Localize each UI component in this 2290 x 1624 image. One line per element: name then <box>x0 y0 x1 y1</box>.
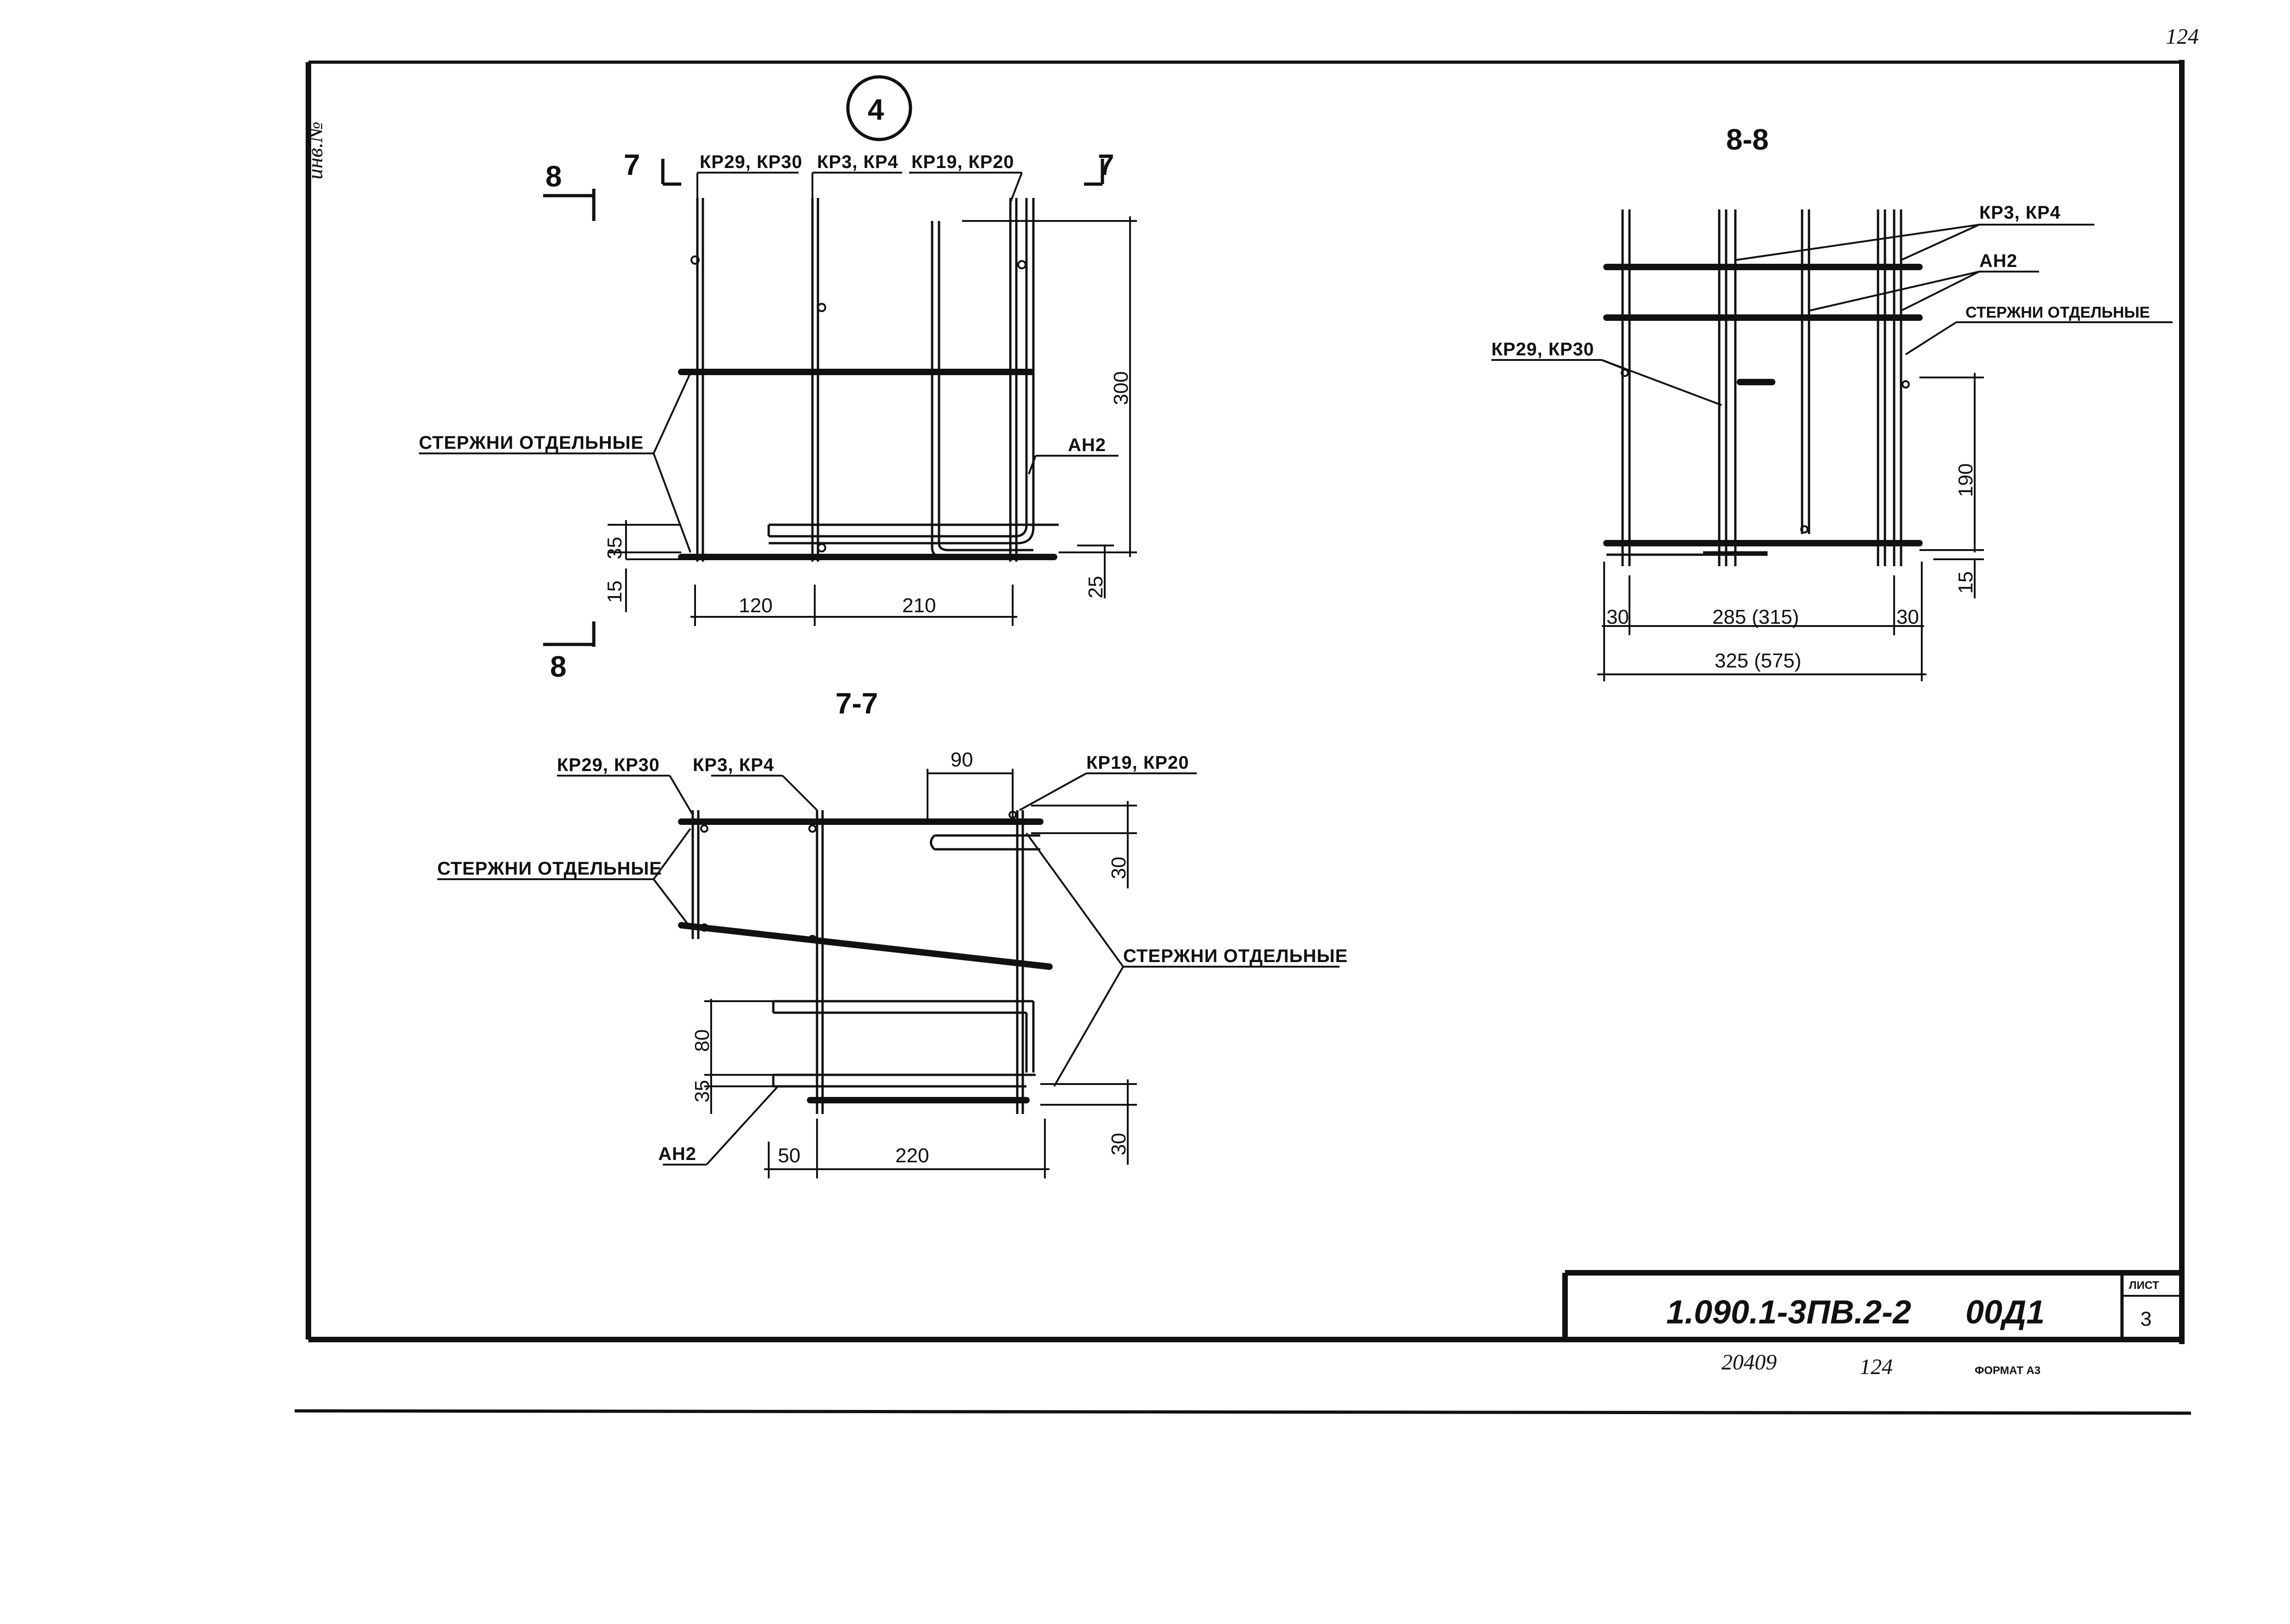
title-block <box>1562 1270 2182 1340</box>
main-dim-120: 120 <box>739 594 772 617</box>
s77-label-rods-right: СТЕРЖНИ ОТДЕЛЬНЫЕ <box>1123 946 1348 966</box>
section-7-7 <box>437 769 1339 1178</box>
sheet-number: 3 <box>2140 1308 2151 1330</box>
s77-label-kr29-kr30: КР29, КР30 <box>557 755 660 775</box>
side-mark: инв.№ <box>303 122 327 180</box>
page-number-top: 124 <box>2166 24 2199 49</box>
main-view <box>419 75 1137 647</box>
main-label-kr29-kr30: КР29, КР30 <box>700 152 802 172</box>
main-dim-210: 210 <box>902 594 936 617</box>
sheet-label: ЛИСТ <box>2129 1279 2159 1292</box>
title-block-code: 1.090.1-3ПВ.2-2 <box>1666 1294 1911 1331</box>
main-dim-15: 15 <box>603 580 626 603</box>
s77-label-kr3-kr4: КР3, КР4 <box>693 755 774 775</box>
main-dim-300: 300 <box>1110 371 1132 405</box>
s77-dim-50: 50 <box>778 1144 800 1167</box>
s88-dim-30-right: 30 <box>1896 606 1919 628</box>
s77-dim-30-top: 30 <box>1107 857 1130 879</box>
s77-dim-80: 80 <box>691 1029 713 1052</box>
s88-label-rods: СТЕРЖНИ ОТДЕЛЬНЫЕ <box>1965 304 2150 321</box>
main-label-an2: АН2 <box>1068 435 1106 455</box>
s77-dim-220: 220 <box>895 1144 929 1167</box>
node-mark-number: 4 <box>868 93 884 126</box>
section-8-8-title: 8-8 <box>1726 123 1769 156</box>
footer-page: 124 <box>1860 1355 1893 1379</box>
footer-format: ФОРМАТ А3 <box>1975 1364 2041 1377</box>
s88-dim-285: 285 (315) <box>1712 606 1799 628</box>
s88-label-an2: АН2 <box>1979 251 2018 271</box>
node-mark-circle <box>846 75 912 141</box>
main-dim-25: 25 <box>1084 576 1107 598</box>
main-label-rods: СТЕРЖНИ ОТДЕЛЬНЫЕ <box>419 433 644 453</box>
s77-label-rods-left: СТЕРЖНИ ОТДЕЛЬНЫЕ <box>437 858 662 879</box>
s77-label-kr19-kr20: КР19, КР20 <box>1086 753 1189 773</box>
s77-dim-30-bottom: 30 <box>1107 1133 1130 1155</box>
s88-label-kr3-kr4: КР3, КР4 <box>1979 203 2061 223</box>
s77-dim-35: 35 <box>691 1080 713 1102</box>
s88-dim-15: 15 <box>1954 571 1977 594</box>
title-block-suffix: 00Д1 <box>1965 1294 2045 1331</box>
cut-8-top-label: 8 <box>545 160 562 193</box>
cut-7-right-label: 7 <box>1098 148 1114 181</box>
s88-dim-190: 190 <box>1954 464 1977 497</box>
cut-8-bottom-label: 8 <box>550 650 567 683</box>
main-dim-35: 35 <box>603 537 626 559</box>
section-7-7-title: 7-7 <box>835 687 878 720</box>
main-label-kr3-kr4: КР3, КР4 <box>817 152 899 172</box>
cut-7-left-label: 7 <box>624 148 640 181</box>
s88-dim-30-left: 30 <box>1606 606 1629 628</box>
sheet-frame <box>294 60 2191 1415</box>
footer-inv-number: 20409 <box>1722 1350 1777 1375</box>
main-label-kr19-kr20: КР19, КР20 <box>911 152 1014 172</box>
s77-label-an2: АН2 <box>658 1144 696 1164</box>
s88-label-kr29-kr30: КР29, КР30 <box>1491 339 1594 360</box>
section-8-8 <box>1491 209 2173 681</box>
s88-dim-325: 325 (575) <box>1715 650 1801 672</box>
s77-dim-90: 90 <box>951 748 973 771</box>
